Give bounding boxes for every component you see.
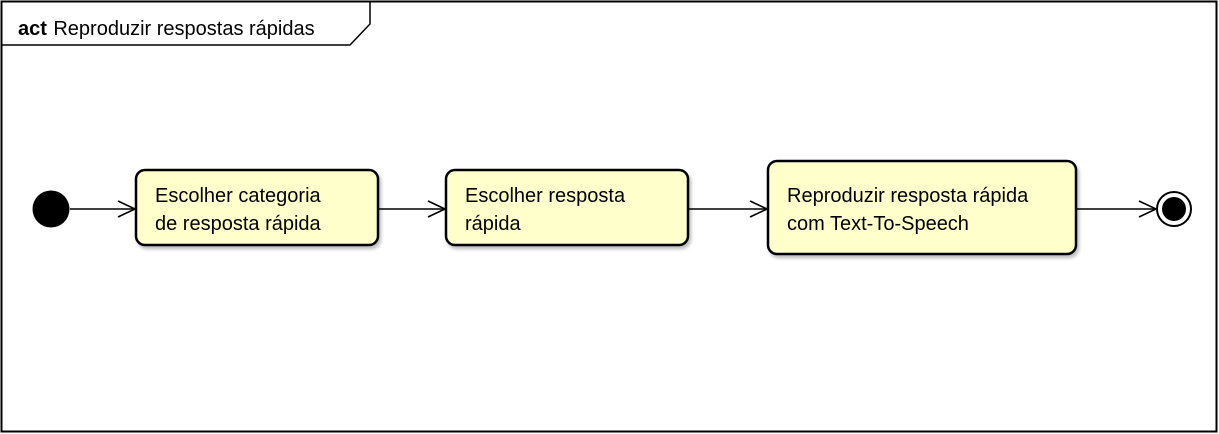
action-1-line-2: de resposta rápida (155, 213, 322, 235)
frame-keyword: act (18, 18, 47, 40)
action-3-line-2: com Text-To-Speech (787, 213, 969, 235)
frame-title: Reproduzir respostas rápidas (53, 18, 314, 40)
activity-final-node (1156, 191, 1192, 227)
action-3-line-1: Reproduzir resposta rápida (787, 185, 1029, 207)
svg-text:act Reproduzir respostas r: act Reproduzir respostas rápidas (18, 18, 315, 40)
initial-node (32, 190, 70, 228)
action-escolher-resposta: Escolher resposta rápida (444, 168, 690, 247)
action-1-line-1: Escolher categoria (155, 185, 322, 207)
action-escolher-categoria: Escolher categoria de resposta rápida (134, 168, 380, 247)
action-reproduzir-resposta: Reproduzir resposta rápida com Text-To-S… (766, 159, 1078, 256)
frame-name-tab (1, 1, 371, 46)
action-2-line-1: Escolher resposta (465, 185, 626, 207)
action-2-line-2: rápida (465, 213, 521, 235)
